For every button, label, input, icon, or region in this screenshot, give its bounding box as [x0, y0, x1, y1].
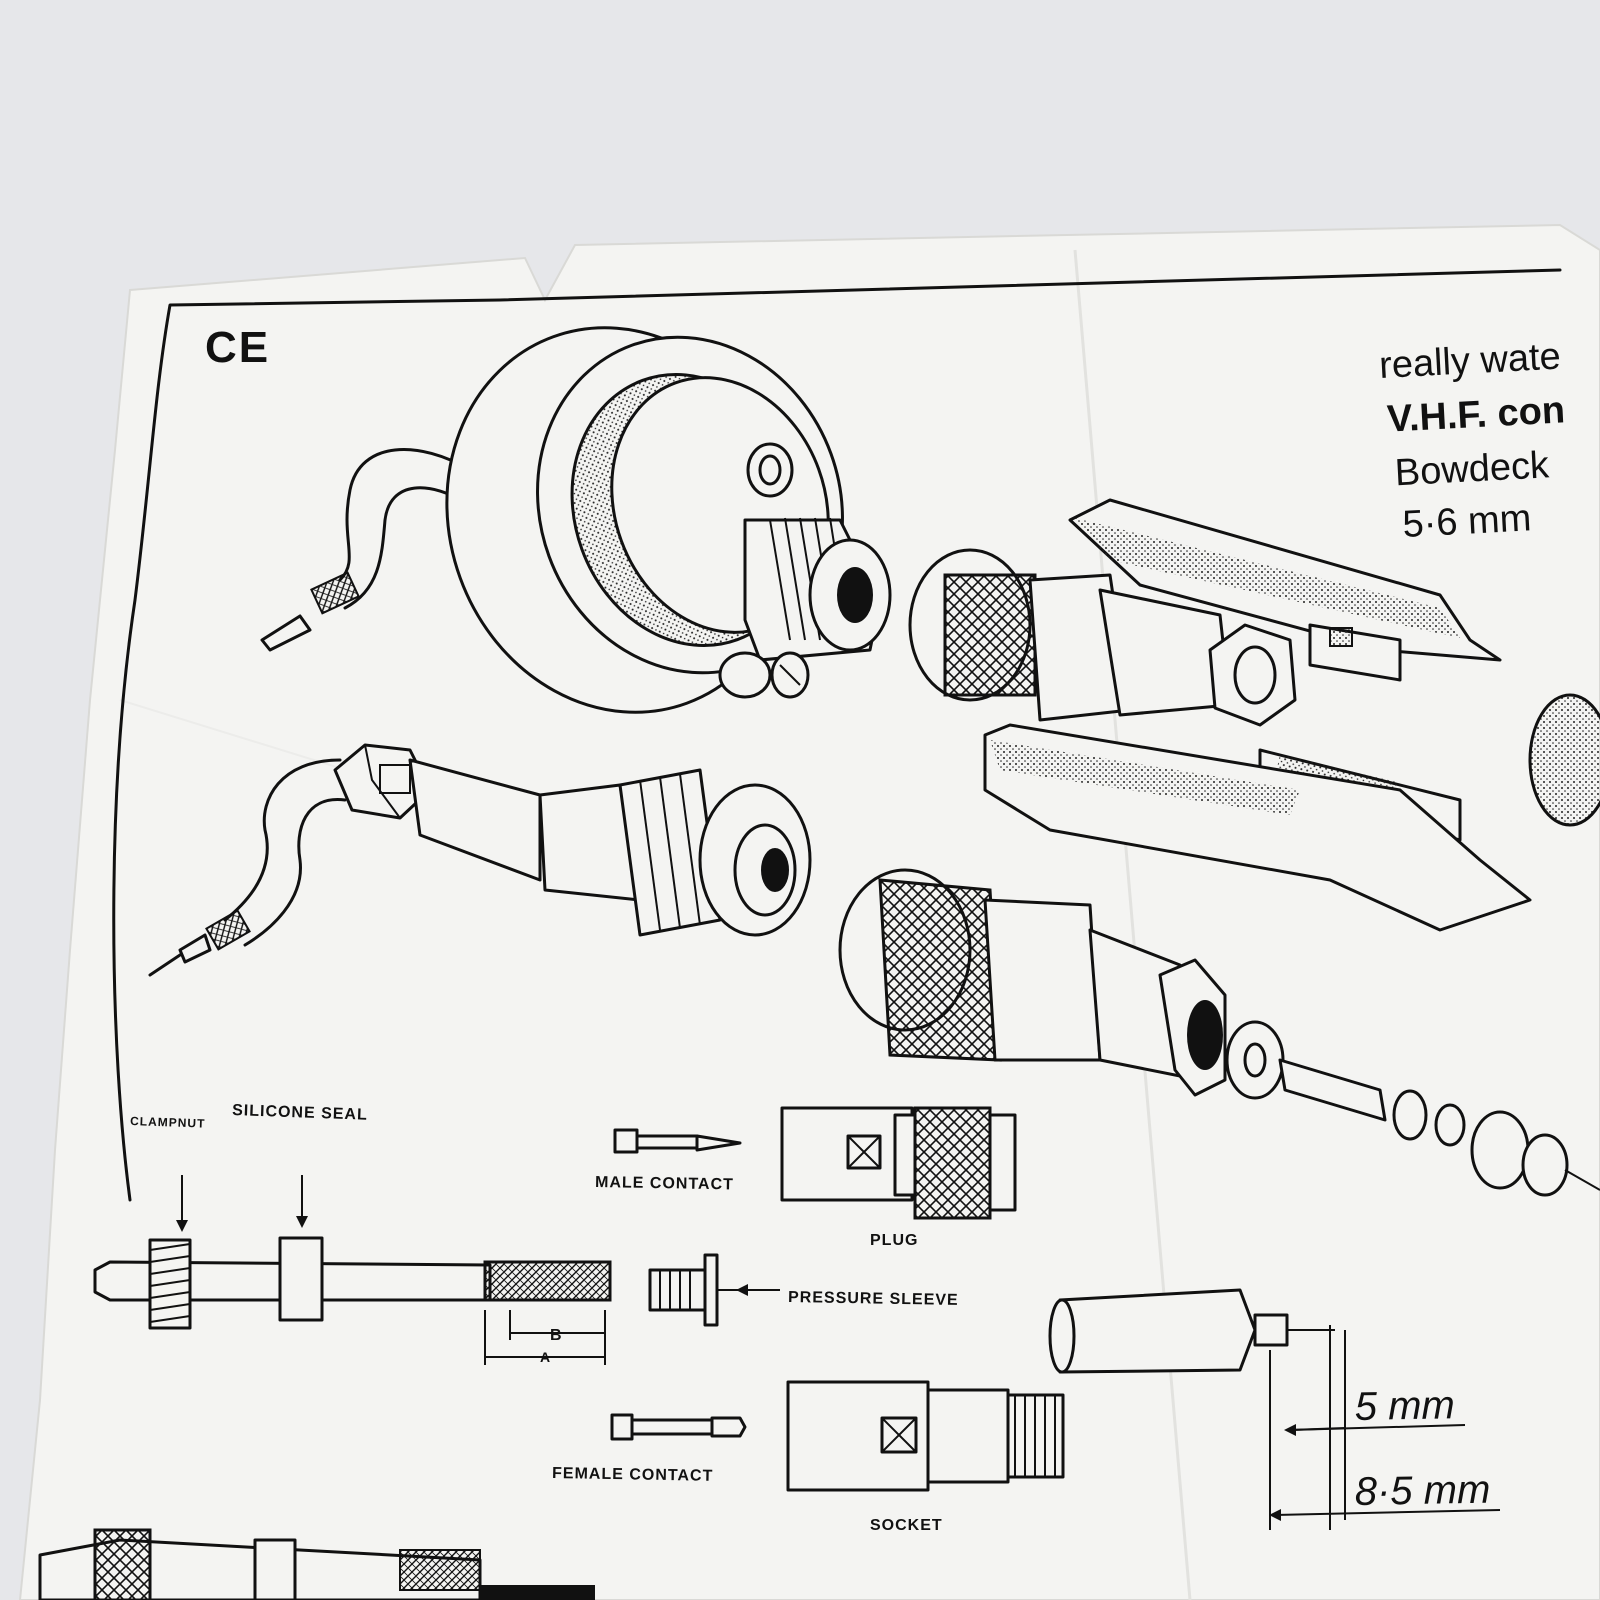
heading-line-4: 5·6 mm: [1402, 497, 1533, 546]
dim-a-label: A: [540, 1349, 551, 1365]
female-contact-figure: [610, 1413, 747, 1441]
ce-mark: CE: [205, 323, 270, 372]
cable-prep-diagram: B A: [38, 1175, 612, 1600]
heading-block: really wate V.H.F. con Bowdeck 5·6 mm: [1378, 336, 1566, 546]
plug-assembly-illustration: [838, 868, 1600, 1197]
heading-line-2: V.H.F. con: [1386, 389, 1566, 440]
heading-line-3: Bowdeck: [1394, 444, 1551, 494]
socket-figure: [786, 1380, 1065, 1492]
dim-b-label: B: [550, 1327, 563, 1344]
cable-plug-illustration: [148, 743, 812, 977]
paper-fold-line: [1073, 249, 1192, 1600]
plug-figure: [780, 1106, 1017, 1220]
dim-5mm-label: 5 mm: [1354, 1383, 1455, 1429]
socket-label: SOCKET: [870, 1517, 943, 1534]
plug-label: PLUG: [870, 1232, 918, 1249]
sheet-border: [112, 268, 1562, 1202]
female-contact-label: FEMALE CONTACT: [552, 1465, 714, 1485]
pressure-sleeve-label: PRESSURE SLEEVE: [788, 1289, 959, 1309]
clampnut-label: CLAMPNUT: [130, 1114, 206, 1131]
heading-line-1: really wate: [1378, 336, 1562, 387]
cutaway-connector-illustration: [908, 498, 1600, 932]
strip-length-diagram: [1048, 1288, 1501, 1530]
dim-8-5mm-label: 8·5 mm: [1354, 1468, 1490, 1514]
deck-socket-illustration: [260, 326, 892, 714]
pressure-sleeve-figure: [648, 1253, 780, 1327]
male-contact-label: MALE CONTACT: [595, 1174, 734, 1193]
male-contact-figure: [613, 1128, 742, 1154]
silicone-seal-label: SILICONE SEAL: [232, 1102, 368, 1124]
